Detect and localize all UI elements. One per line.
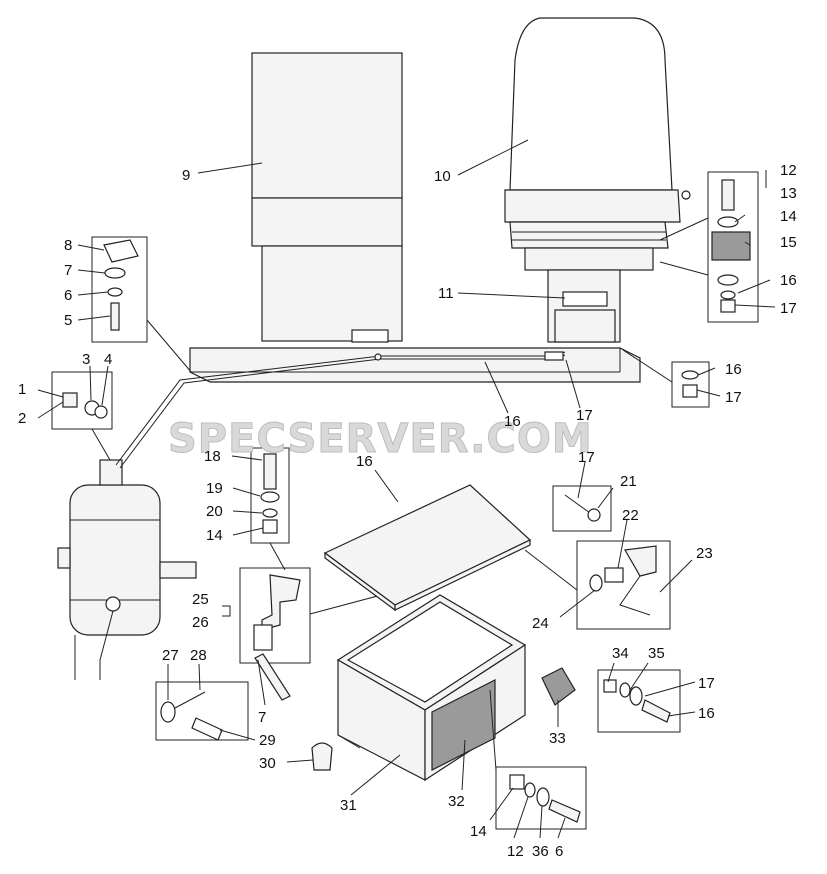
detail-box-12-17 [659,170,767,323]
callout-7-upper: 7 [64,262,72,279]
callout-19: 17 [576,407,593,424]
leader-lines [37,139,776,839]
callout-16-lower: 35 [648,645,665,662]
base-platform [189,347,641,383]
detail-box-27-28 [155,567,386,741]
callout-22: 17 [578,449,595,466]
callout-12-upper: 12 [780,162,797,179]
callout-15: 15 [780,234,797,251]
callout-5-lower: 6 [555,843,563,860]
callout-36: 14 [470,823,487,840]
detail-box-20-14-16-17 [250,447,290,571]
callout-32: 30 [259,755,276,772]
callout-27: 25 [192,591,209,608]
callout-16-mid: 20 [206,503,223,520]
callout-28: 26 [192,614,209,631]
detail-box-8-7-6-5 [91,236,193,374]
detail-box-1-2-3-4 [51,371,113,461]
battery-box [336,594,527,782]
callout-34: 32 [448,793,465,810]
callout-35: 33 [549,730,566,747]
callout-17-upper: 17 [780,300,797,317]
detail-box-16-17 [622,349,710,408]
battery-lid [323,484,532,612]
callout-3: 3 [82,351,90,368]
callout-18: 16 [504,413,521,430]
callout-26: 24 [532,615,549,632]
callout-10: 10 [434,168,451,185]
callout-29: 28 [190,647,207,664]
callout-25: 23 [696,545,713,562]
callout-7-lower: 36 [532,843,549,860]
seat [504,17,691,343]
callout-6-upper: 6 [64,287,72,304]
callout-14-upper: 14 [780,208,797,225]
callout-17-mid: 14 [206,527,223,544]
callout-14-lower: 17 [698,675,715,692]
callout-20: 18 [204,448,221,465]
detail-box-36-6-7-5 [489,689,587,830]
callout-7-lower-left: 27 [162,647,179,664]
air-line [115,351,566,469]
callout-8: 8 [64,237,72,254]
clamp-35 [541,667,681,733]
callout-2: 2 [18,410,26,427]
callout-24: 22 [622,507,639,524]
air-tank [57,459,197,680]
callout-16-upper: 16 [780,272,797,289]
callout-1: 1 [18,381,26,398]
callout-9: 9 [182,167,190,184]
callout-31: 29 [259,732,276,749]
callout-17-lower: 34 [612,645,629,662]
callout-14-mid: 19 [206,480,223,497]
callout-13: 13 [780,185,797,202]
cabinet-upper [251,52,403,343]
callout-17-right: 17 [725,389,742,406]
callout-12-lower: 16 [698,705,715,722]
detail-box-22-26 [524,485,671,630]
callout-23: 21 [620,473,637,490]
watermark: SPECSERVER.COM [168,416,593,462]
callout-33: 31 [340,797,357,814]
callout-labels: 9 10 11 1 2 3 4 8 7 6 5 16 17 12 13 14 1… [18,162,797,860]
callout-16-right: 16 [725,361,742,378]
callout-5-upper: 5 [64,312,72,329]
callout-4: 4 [104,351,112,368]
callout-11: 11 [438,285,454,302]
callout-30: 7 [258,709,266,726]
callout-21: 16 [356,453,373,470]
plug-32 [311,742,333,771]
callout-6-lower: 12 [507,843,524,860]
